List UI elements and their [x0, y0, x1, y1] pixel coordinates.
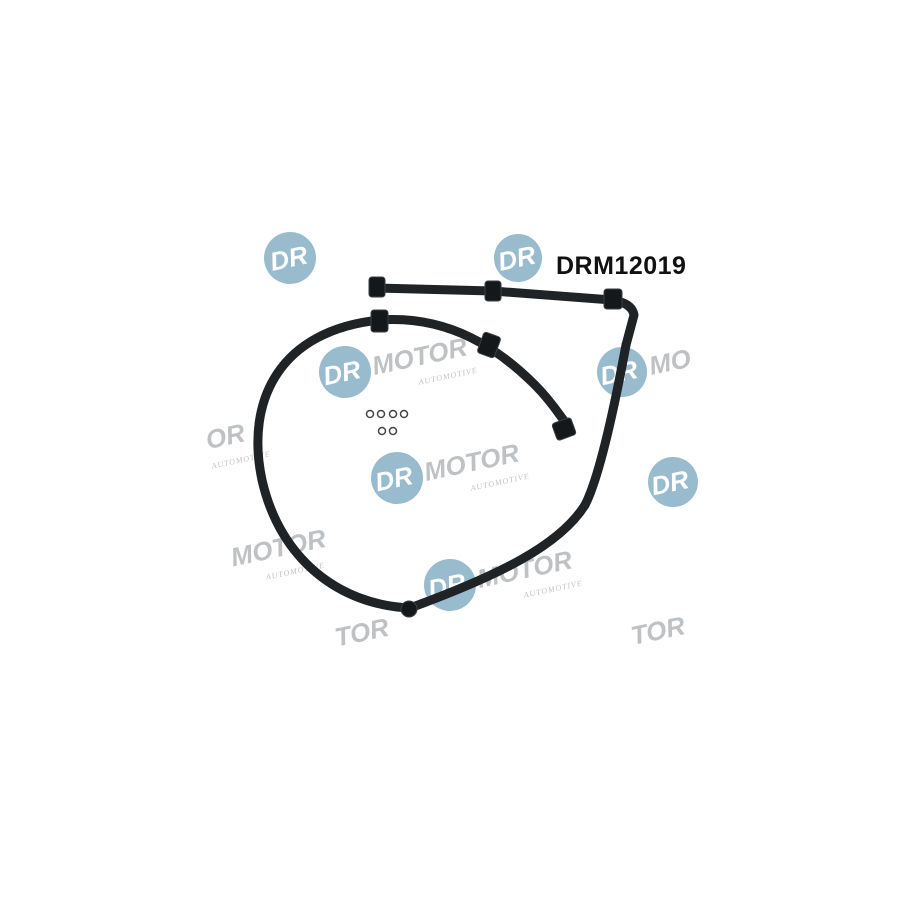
watermark-logo: DR MO — [597, 343, 693, 397]
o-rings — [365, 409, 409, 436]
clamps — [368, 276, 623, 618]
watermark-logo: DR — [494, 234, 542, 282]
watermark-logo: DR — [264, 232, 316, 284]
svg-text:OR: OR — [203, 418, 248, 455]
part-number-label: DRM12019 — [556, 252, 687, 280]
svg-text:TOR: TOR — [628, 610, 688, 651]
watermark-logo: DR — [648, 457, 698, 507]
upper-hose — [373, 283, 639, 350]
svg-text:MO: MO — [646, 343, 693, 381]
hose-assembly — [253, 276, 639, 618]
svg-text:TOR: TOR — [332, 612, 392, 653]
